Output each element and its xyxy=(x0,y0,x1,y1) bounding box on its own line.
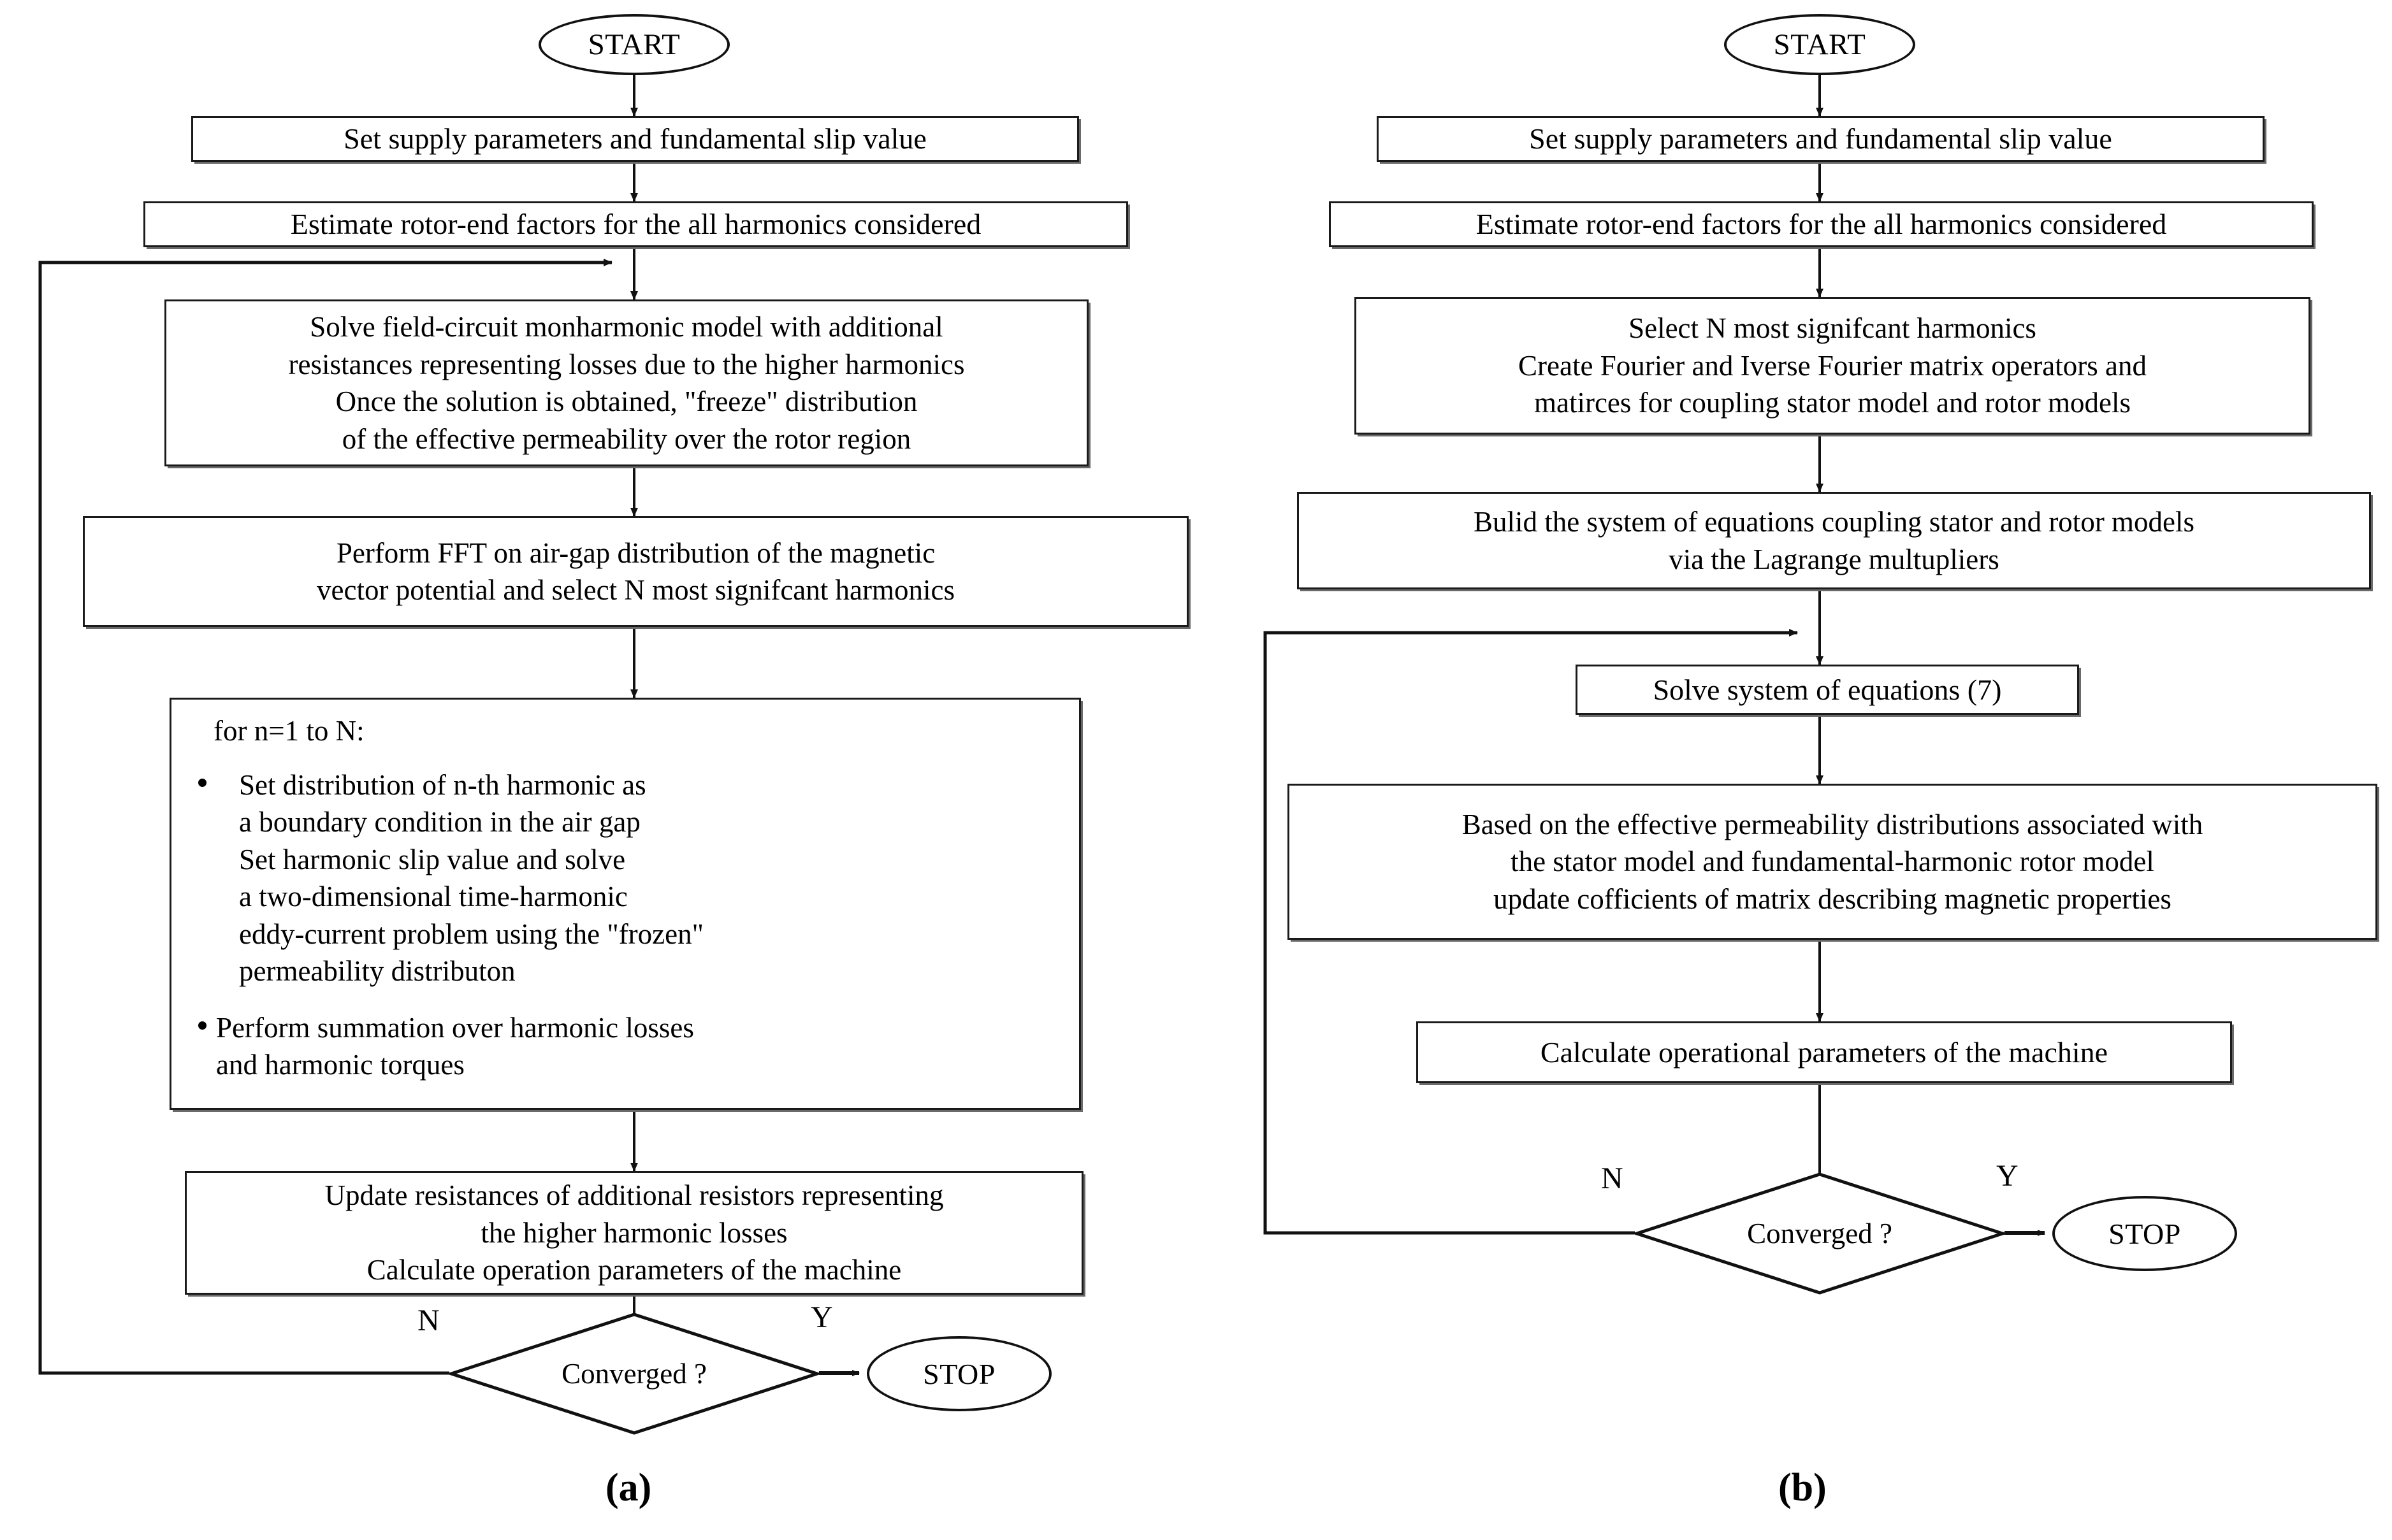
step-solve-system-b: Solve system of equations (7) xyxy=(1576,665,2079,715)
step-calculate-params-b-text: Calculate operational parameters of the … xyxy=(1540,1035,2108,1069)
start-terminator-b: START xyxy=(1724,14,1915,75)
start-label-b: START xyxy=(1773,28,1866,61)
harmonic-loop-body-a: for n=1 to N: Set distribution of n-th h… xyxy=(171,698,1079,1109)
step-estimate-rotor-end-a: Estimate rotor-end factors for the all h… xyxy=(143,201,1128,247)
step-based-on-permeability-b: Based on the effective permeability dist… xyxy=(1287,784,2377,940)
step-set-supply-a-text: Set supply parameters and fundamental sl… xyxy=(344,122,927,155)
step-update-resistances-a: Update resistances of additional resisto… xyxy=(185,1171,1084,1295)
decision-yes-label-a: Y xyxy=(811,1300,833,1334)
loop-bullet-1-a: Set distribution of n-th harmonic as a b… xyxy=(198,766,1060,990)
decision-converged-b-text: Converged ? xyxy=(1747,1218,1892,1249)
loop-bullet-2-a: Perform summation over harmonic losses a… xyxy=(198,1009,1060,1084)
stop-label-b: STOP xyxy=(2108,1217,2181,1250)
loop-header-a: for n=1 to N: xyxy=(214,715,365,747)
decision-converged-b: Converged ? xyxy=(1635,1172,2004,1295)
loop-bullet-2-a-text: Perform summation over harmonic losses a… xyxy=(216,1011,694,1081)
bullet-dot-icon xyxy=(198,778,207,787)
step-perform-fft-a: Perform FFT on air-gap distribution of t… xyxy=(83,516,1189,627)
step-set-supply-b-text: Set supply parameters and fundamental sl… xyxy=(1529,122,2112,155)
step-solve-field-circuit-a-text: Solve field-circuit monharmonic model wi… xyxy=(288,311,965,455)
step-build-system-b: Bulid the system of equations coupling s… xyxy=(1297,492,2371,589)
step-solve-system-b-text: Solve system of equations (7) xyxy=(1653,673,2002,706)
step-set-supply-b: Set supply parameters and fundamental sl… xyxy=(1377,116,2265,162)
stop-terminator-b: STOP xyxy=(2052,1196,2237,1271)
start-terminator-a: START xyxy=(539,14,730,75)
start-label-a: START xyxy=(588,28,681,61)
decision-yes-label-b: Y xyxy=(1996,1159,2019,1193)
panel-label-b: (b) xyxy=(1778,1466,1827,1509)
step-estimate-rotor-end-a-text: Estimate rotor-end factors for the all h… xyxy=(290,208,982,241)
decision-converged-a-text: Converged ? xyxy=(562,1358,707,1390)
decision-no-label-a: N xyxy=(417,1304,440,1337)
step-select-harmonics-b: Select N most signifcant harmonics Creat… xyxy=(1354,297,2310,435)
bullet-dot-icon xyxy=(198,1021,207,1030)
panel-label-a: (a) xyxy=(605,1466,652,1509)
step-build-system-b-text: Bulid the system of equations coupling s… xyxy=(1473,506,2195,575)
step-select-harmonics-b-text: Select N most signifcant harmonics Creat… xyxy=(1518,312,2147,419)
step-perform-fft-a-text: Perform FFT on air-gap distribution of t… xyxy=(317,536,955,607)
diamond-shape-icon xyxy=(449,1313,819,1435)
step-harmonic-loop-a: for n=1 to N: Set distribution of n-th h… xyxy=(170,698,1081,1110)
step-based-on-permeability-b-text: Based on the effective permeability dist… xyxy=(1461,808,2203,915)
diamond-shape-icon xyxy=(1635,1172,2004,1295)
step-calculate-params-b: Calculate operational parameters of the … xyxy=(1416,1021,2232,1083)
step-estimate-rotor-end-b: Estimate rotor-end factors for the all h… xyxy=(1329,201,2314,247)
stop-label-a: STOP xyxy=(923,1357,996,1390)
step-estimate-rotor-end-b-text: Estimate rotor-end factors for the all h… xyxy=(1475,208,2167,241)
loop-bullet-1-a-text: Set distribution of n-th harmonic as a b… xyxy=(239,768,704,988)
decision-no-label-b: N xyxy=(1601,1162,1623,1195)
step-set-supply-a: Set supply parameters and fundamental sl… xyxy=(191,116,1079,162)
stop-terminator-a: STOP xyxy=(867,1336,1052,1411)
decision-converged-a: Converged ? xyxy=(449,1313,819,1435)
step-solve-field-circuit-a: Solve field-circuit monharmonic model wi… xyxy=(164,299,1089,466)
step-update-resistances-a-text: Update resistances of additional resisto… xyxy=(324,1179,944,1286)
